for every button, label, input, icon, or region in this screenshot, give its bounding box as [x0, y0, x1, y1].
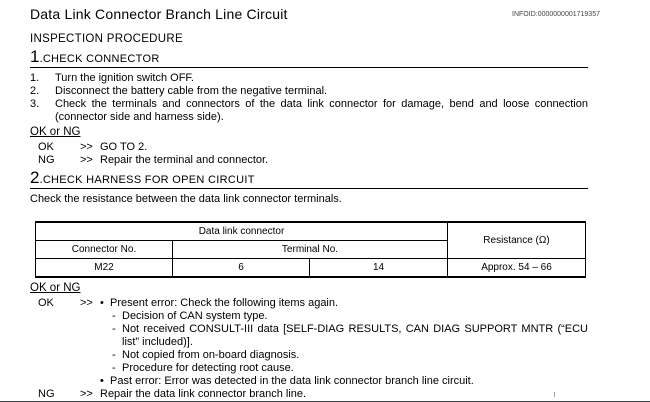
list-item-text: Disconnect the battery cable from the ne…: [55, 85, 328, 97]
dash-text: Not received CONSULT-III data [SELF-DIAG…: [122, 323, 588, 348]
bullet-item: • Present error: Check the following ite…: [100, 297, 588, 310]
next-section-column-tick: [554, 392, 555, 397]
result-label: OK: [38, 297, 54, 309]
dash-item: - Not copied from on-board diagnosis.: [112, 349, 588, 362]
step2-heading: 2.CHECK HARNESS FOR OPEN CIRCUIT: [30, 169, 588, 189]
table-row: M22 6 14 Approx. 54 – 66: [35, 258, 586, 278]
step1-instruction-list: 1. Turn the ignition switch OFF. 2. Disc…: [30, 72, 588, 124]
list-item-number: 1.: [30, 72, 40, 84]
bullet-marker: •: [100, 297, 104, 309]
bullet-text: Past error: Error was detected in the da…: [110, 375, 474, 387]
step2-dot: .: [39, 172, 43, 186]
list-item: 2. Disconnect the battery cable from the…: [30, 85, 588, 98]
list-item-text: Check the terminals and connectors of th…: [55, 98, 588, 123]
dash-marker: -: [112, 323, 116, 335]
result-row-ng: NG >> Repair the data link connector bra…: [38, 388, 588, 401]
table-cell-connector: M22: [35, 258, 173, 278]
result-label: OK: [38, 141, 54, 153]
result-arrow: >>: [80, 297, 93, 309]
list-item-text: Turn the ignition switch OFF.: [55, 72, 194, 84]
result-text: Repair the data link connector branch li…: [100, 388, 307, 400]
table-row: Connector No. Terminal No.: [35, 240, 586, 259]
dash-sub-list: - Decision of CAN system type. - Not rec…: [112, 310, 588, 375]
step2-intro-text: Check the resistance between the data li…: [30, 193, 342, 205]
dash-marker: -: [112, 362, 116, 374]
step2-results: OK >> • Present error: Check the followi…: [30, 297, 588, 401]
step1-heading: 1.CHECK CONNECTOR: [30, 48, 588, 68]
infoid-label: INFOID:0000000001719357: [512, 11, 600, 18]
step2-number: 2: [30, 168, 40, 187]
table-cell-terminal-1: 6: [172, 258, 310, 278]
resistance-spec-table: Data link connector Resistance (Ω) Conne…: [35, 221, 586, 278]
bullet-marker: •: [100, 375, 104, 387]
result-arrow: >>: [80, 388, 93, 400]
list-item-number: 2.: [30, 85, 40, 97]
dash-text: Procedure for detecting root cause.: [122, 362, 294, 374]
table-group-header: Data link connector: [35, 221, 448, 241]
table-cell-resistance: Approx. 54 – 66: [447, 258, 586, 278]
result-text: GO TO 2.: [100, 141, 148, 153]
bullet-item: • Past error: Error was detected in the …: [100, 375, 588, 388]
inspection-procedure-heading: INSPECTION PROCEDURE: [30, 33, 183, 45]
table-cell-terminal-2: 14: [309, 258, 448, 278]
step1-number: 1: [30, 47, 40, 66]
ok-result-details: • Present error: Check the following ite…: [100, 297, 588, 388]
step1-dot: .: [39, 51, 43, 65]
table-row: Data link connector Resistance (Ω): [35, 221, 586, 259]
table-col-terminal-header: Terminal No.: [172, 240, 448, 259]
result-label: NG: [38, 388, 55, 400]
bullet-text: Present error: Check the following items…: [110, 297, 339, 309]
dash-marker: -: [112, 310, 116, 322]
step2-title: CHECK HARNESS FOR OPEN CIRCUIT: [42, 174, 255, 186]
list-item-number: 3.: [30, 98, 40, 110]
result-text: Repair the terminal and connector.: [100, 154, 269, 166]
document-content: INSPECTION PROCEDURE 1.CHECK CONNECTOR 1…: [30, 33, 588, 401]
dash-text: Not copied from on-board diagnosis.: [122, 349, 300, 361]
result-arrow: >>: [80, 141, 93, 153]
result-row-ok: OK >> GO TO 2.: [38, 141, 588, 154]
dash-item: - Decision of CAN system type.: [112, 310, 588, 323]
result-row-ng: NG >> Repair the terminal and connector.: [38, 154, 588, 167]
page-title: Data Link Connector Branch Line Circuit: [30, 6, 288, 22]
table-resistance-header: Resistance (Ω): [447, 221, 586, 259]
table-col-connector-header: Connector No.: [35, 240, 173, 259]
result-label: NG: [38, 154, 55, 166]
dash-item: - Procedure for detecting root cause.: [112, 362, 588, 375]
step1-ok-or-ng-label: OK or NG: [30, 126, 81, 138]
dash-marker: -: [112, 349, 116, 361]
step2-ok-or-ng-label: OK or NG: [30, 282, 81, 294]
list-item: 1. Turn the ignition switch OFF.: [30, 72, 588, 85]
page-header: Data Link Connector Branch Line Circuit …: [0, 0, 650, 22]
result-arrow: >>: [80, 154, 93, 166]
list-item: 3. Check the terminals and connectors of…: [30, 98, 588, 124]
dash-item: - Not received CONSULT-III data [SELF-DI…: [112, 323, 588, 349]
dash-text: Decision of CAN system type.: [122, 310, 268, 322]
step1-results: OK >> GO TO 2. NG >> Repair the terminal…: [30, 141, 588, 167]
step1-title: CHECK CONNECTOR: [42, 53, 160, 65]
result-row-ok: OK >> • Present error: Check the followi…: [38, 297, 588, 388]
